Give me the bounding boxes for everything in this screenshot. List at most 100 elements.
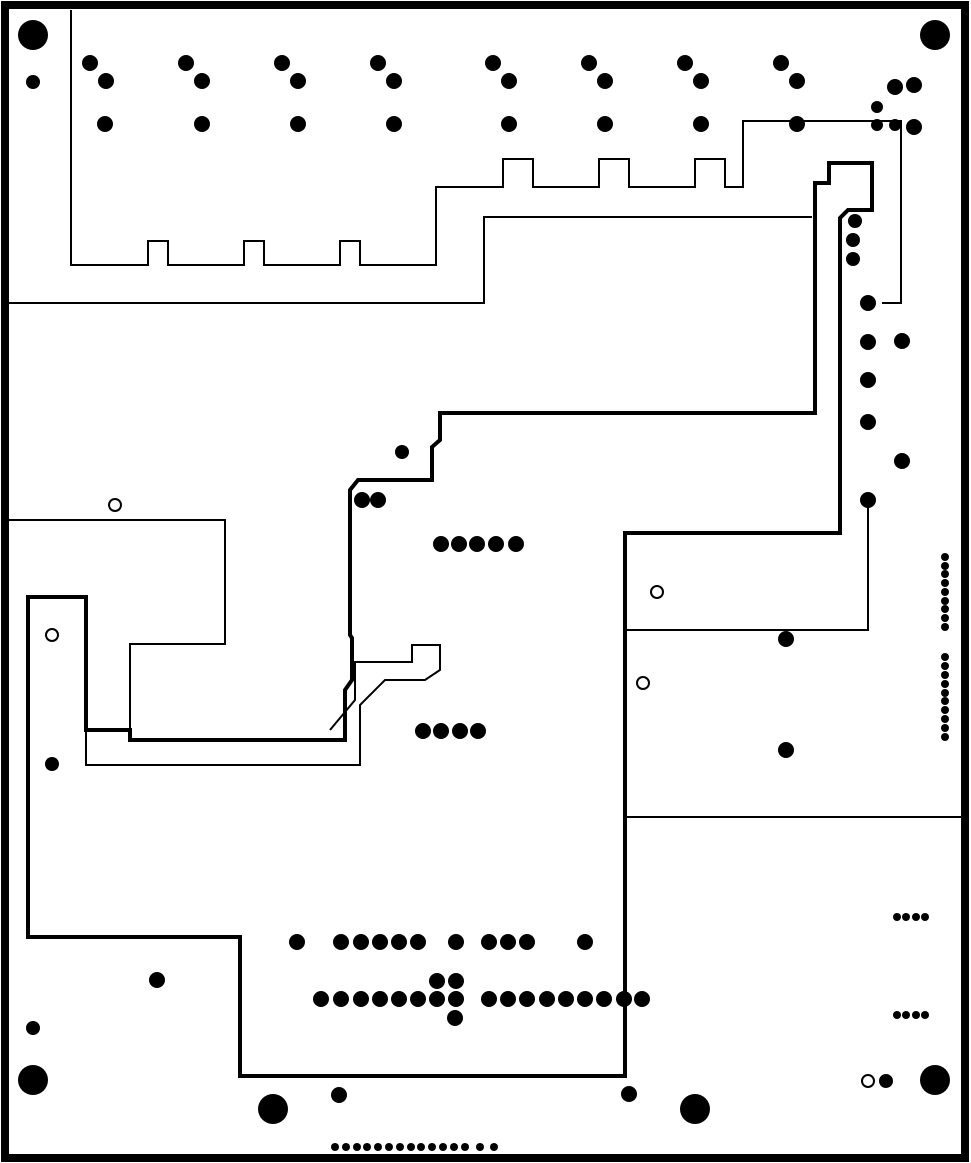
via: [941, 597, 949, 605]
pad: [581, 55, 597, 71]
pad: [871, 101, 883, 113]
pad: [693, 116, 709, 132]
pad: [149, 972, 165, 988]
pad: [597, 116, 613, 132]
pad: [894, 453, 910, 469]
pad: [906, 77, 922, 93]
pad: [846, 233, 860, 247]
pad: [372, 991, 388, 1007]
via: [941, 653, 949, 661]
pad: [597, 73, 613, 89]
pad: [45, 757, 59, 771]
pad: [860, 372, 876, 388]
via: [941, 671, 949, 679]
pad: [596, 991, 612, 1007]
pad: [887, 79, 903, 95]
pad: [860, 492, 876, 508]
pad: [274, 55, 290, 71]
via: [439, 1143, 447, 1151]
pad: [621, 1086, 637, 1102]
pad: [894, 333, 910, 349]
via: [893, 1011, 901, 1019]
fiducial-ring: [650, 585, 664, 599]
via: [941, 570, 949, 578]
fiducial-rings: [45, 498, 875, 1088]
pad: [519, 991, 535, 1007]
pad: [451, 536, 467, 552]
via: [941, 680, 949, 688]
pad: [386, 116, 402, 132]
pad: [26, 75, 40, 89]
via: [902, 1011, 910, 1019]
via: [921, 1011, 929, 1019]
pad: [354, 492, 370, 508]
mounting-hole: [680, 1094, 710, 1124]
via: [941, 605, 949, 613]
pad: [778, 742, 794, 758]
pad: [616, 991, 632, 1007]
pad: [889, 119, 901, 131]
via: [941, 562, 949, 570]
pad: [391, 991, 407, 1007]
pad: [313, 991, 329, 1007]
via: [912, 913, 920, 921]
pad: [353, 934, 369, 950]
via: [941, 623, 949, 631]
pad: [539, 991, 555, 1007]
pad: [860, 334, 876, 350]
via: [941, 697, 949, 705]
pad: [194, 116, 210, 132]
mounting-hole: [18, 20, 48, 50]
pad: [289, 934, 305, 950]
fiducial-ring: [861, 1074, 875, 1088]
via: [490, 1143, 498, 1151]
component-pads: [26, 55, 922, 1103]
pad: [391, 934, 407, 950]
pad: [395, 445, 409, 459]
pad: [789, 73, 805, 89]
via: [941, 579, 949, 587]
via: [342, 1143, 350, 1151]
via: [353, 1143, 361, 1151]
pad: [501, 116, 517, 132]
mounting-hole: [920, 20, 950, 50]
via: [941, 662, 949, 670]
via: [385, 1143, 393, 1151]
pad: [353, 991, 369, 1007]
via: [363, 1143, 371, 1151]
pad: [429, 973, 445, 989]
via: [396, 1143, 404, 1151]
connector-zone-outline: [85, 644, 441, 766]
pad: [386, 73, 402, 89]
pad: [452, 723, 468, 739]
pad: [871, 119, 883, 131]
pad: [501, 73, 517, 89]
via: [941, 588, 949, 596]
pad: [693, 73, 709, 89]
pad: [370, 55, 386, 71]
via: [941, 733, 949, 741]
pad: [333, 991, 349, 1007]
pad: [469, 536, 485, 552]
pad: [97, 116, 113, 132]
via: [941, 706, 949, 714]
upper-left-zone-outline: [8, 216, 812, 304]
pad: [410, 991, 426, 1007]
pad: [447, 1010, 463, 1026]
zone-outlines-thin: [8, 10, 965, 818]
via: [450, 1143, 458, 1151]
via: [941, 715, 949, 723]
pad: [778, 631, 794, 647]
vias: [331, 553, 949, 1151]
via: [417, 1143, 425, 1151]
via: [941, 689, 949, 697]
pad: [577, 991, 593, 1007]
via: [941, 553, 949, 561]
pad: [481, 991, 497, 1007]
pad: [178, 55, 194, 71]
via: [374, 1143, 382, 1151]
pad: [448, 934, 464, 950]
plane-outlines-thick: [26, 161, 874, 1078]
pad: [846, 252, 860, 266]
